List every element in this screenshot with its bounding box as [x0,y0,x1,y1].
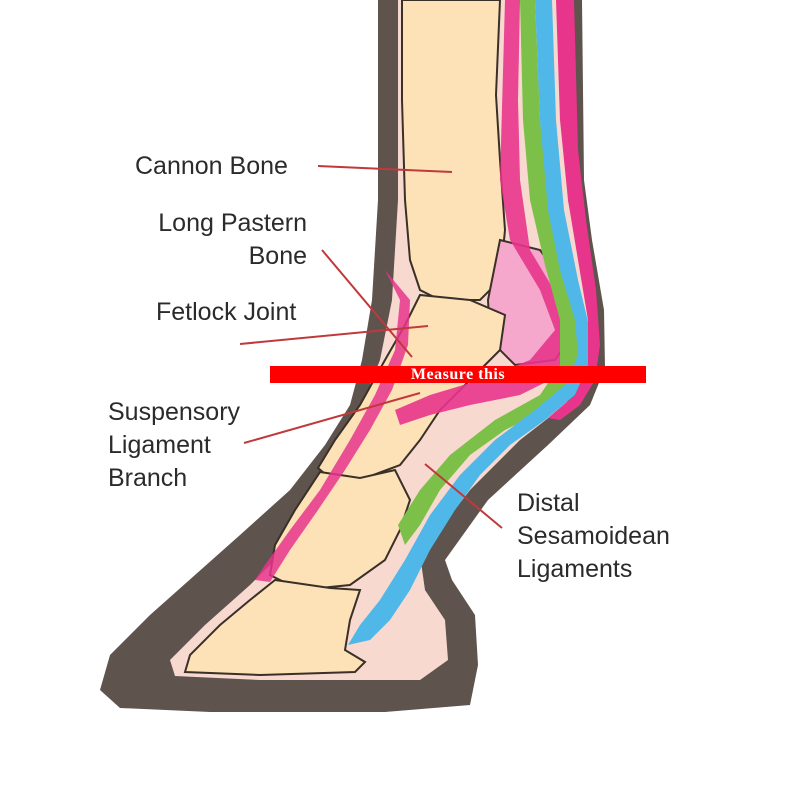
leader-long-pastern [321,249,413,358]
short-pastern-bone [268,468,412,592]
magenta-superficial-flexor-tendon [548,0,600,420]
label-cannon-bone-text: Cannon Bone [135,152,288,180]
label-fetlock-joint-text: Fetlock Joint [156,298,297,326]
label-cannon-bone: Cannon Bone [135,150,288,183]
label-suspensory-line3: Branch [108,464,188,492]
label-distal-sesamoidean-ligaments: Distal Sesamoidean Ligaments [517,487,670,586]
green-ligament [398,0,580,545]
leader-fetlock [239,325,429,345]
cannon-bone [401,0,507,301]
label-suspensory-line1: Suspensory [108,398,241,426]
label-long-pastern-line1: Long Pastern [158,209,307,237]
label-long-pastern-line2: Bone [248,242,307,270]
label-distal-line1: Distal [517,489,580,517]
leader-suspensory [243,392,421,444]
measure-bar: Measure this [270,366,646,383]
label-fetlock-joint: Fetlock Joint [156,296,296,329]
label-long-pastern-bone: Long Pastern Bone [133,207,307,273]
leader-lines [239,165,503,529]
label-distal-line3: Ligaments [517,555,633,583]
label-suspensory-ligament-branch: Suspensory Ligament Branch [108,396,240,495]
label-suspensory-line2: Ligament [108,431,211,459]
leader-distal-sesamoidean [424,463,503,529]
label-distal-line2: Sesamoidean [517,522,670,550]
leader-cannon-bone [317,165,453,173]
measure-bar-rect [270,366,646,383]
coffin-bone [183,578,367,677]
measure-bar-text: Measure this [410,366,506,383]
